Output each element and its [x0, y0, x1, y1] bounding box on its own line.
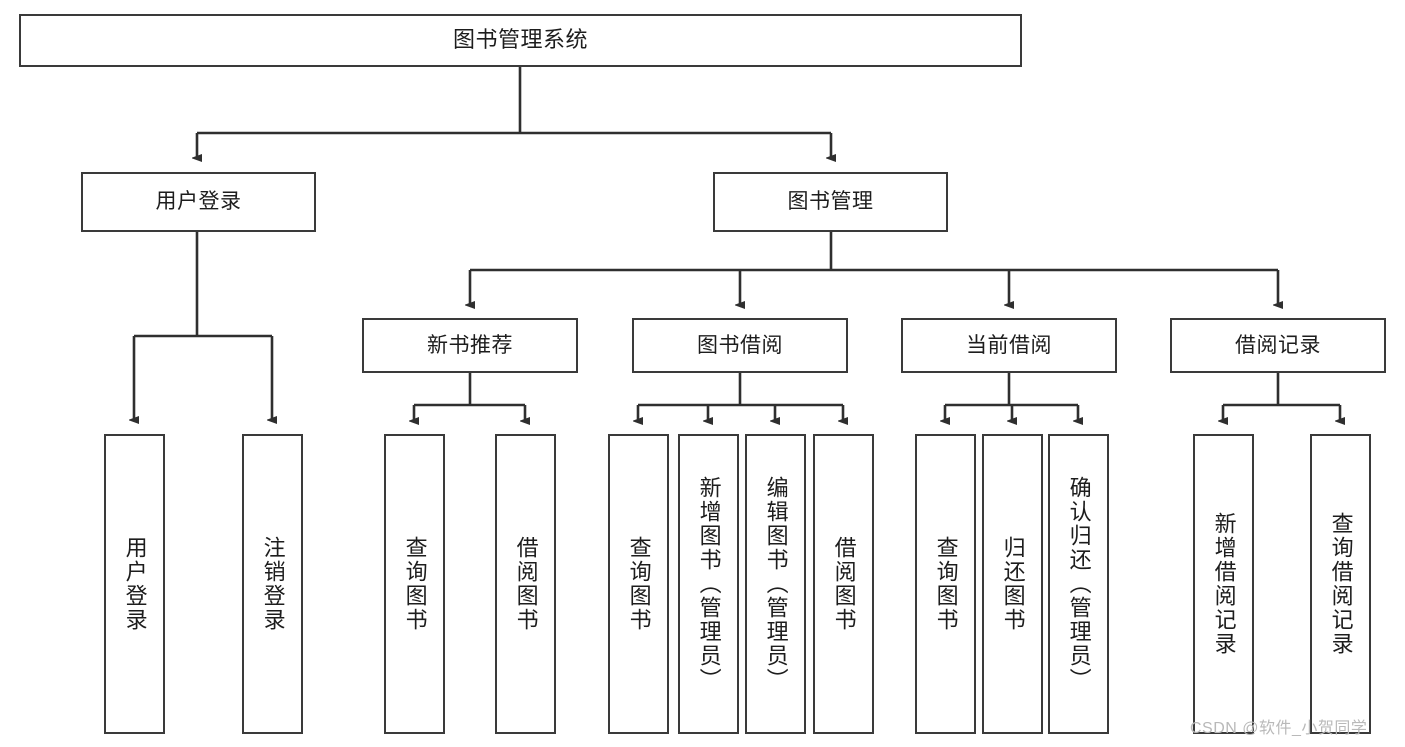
node-label: 归还图书 [1000, 536, 1026, 632]
node-root-system[interactable]: 图书管理系统 [19, 14, 1022, 67]
node-label: 借阅图书 [831, 536, 857, 632]
watermark-text: CSDN @软件_小贺同学 [1190, 720, 1368, 737]
leaf-query-book-recommend[interactable]: 查询图书 [384, 434, 445, 734]
leaf-query-book-borrow[interactable]: 查询图书 [608, 434, 669, 734]
node-label: 借阅图书 [513, 536, 539, 632]
node-label: 查询图书 [402, 536, 428, 632]
leaf-user-logout[interactable]: 注销登录 [242, 434, 303, 734]
node-label: 查询借阅记录 [1328, 512, 1354, 656]
node-label: 查询图书 [933, 536, 959, 632]
leaf-query-book-current[interactable]: 查询图书 [915, 434, 976, 734]
leaf-add-book-admin[interactable]: 新增图书（管理员） [678, 434, 739, 734]
node-label: 新增图书（管理员） [696, 476, 722, 692]
node-label: 确认归还（管理员） [1066, 476, 1092, 692]
node-label: 当前借阅 [966, 333, 1052, 357]
leaf-borrow-book-recommend[interactable]: 借阅图书 [495, 434, 556, 734]
leaf-confirm-return-admin[interactable]: 确认归还（管理员） [1048, 434, 1109, 734]
node-current-borrow[interactable]: 当前借阅 [901, 318, 1117, 373]
node-book-management[interactable]: 图书管理 [713, 172, 948, 232]
node-user-login[interactable]: 用户登录 [81, 172, 316, 232]
leaf-borrow-book[interactable]: 借阅图书 [813, 434, 874, 734]
node-label: 图书借阅 [697, 333, 783, 357]
node-label: 新增借阅记录 [1211, 512, 1237, 656]
node-label: 图书管理 [787, 190, 874, 214]
leaf-query-borrow-record[interactable]: 查询借阅记录 [1310, 434, 1371, 734]
node-label: 借阅记录 [1235, 333, 1321, 357]
node-label: 用户登录 [122, 536, 148, 632]
node-book-borrow[interactable]: 图书借阅 [632, 318, 848, 373]
node-label: 用户登录 [155, 190, 242, 214]
node-label: 新书推荐 [427, 333, 513, 357]
node-borrow-record[interactable]: 借阅记录 [1170, 318, 1386, 373]
leaf-edit-book-admin[interactable]: 编辑图书（管理员） [745, 434, 806, 734]
leaf-add-borrow-record[interactable]: 新增借阅记录 [1193, 434, 1254, 734]
node-label: 查询图书 [626, 536, 652, 632]
node-label: 图书管理系统 [452, 27, 588, 53]
node-new-book-recommend[interactable]: 新书推荐 [362, 318, 578, 373]
node-label: 注销登录 [260, 536, 286, 632]
node-label: 编辑图书（管理员） [763, 476, 789, 692]
leaf-user-login[interactable]: 用户登录 [104, 434, 165, 734]
leaf-return-book[interactable]: 归还图书 [982, 434, 1043, 734]
